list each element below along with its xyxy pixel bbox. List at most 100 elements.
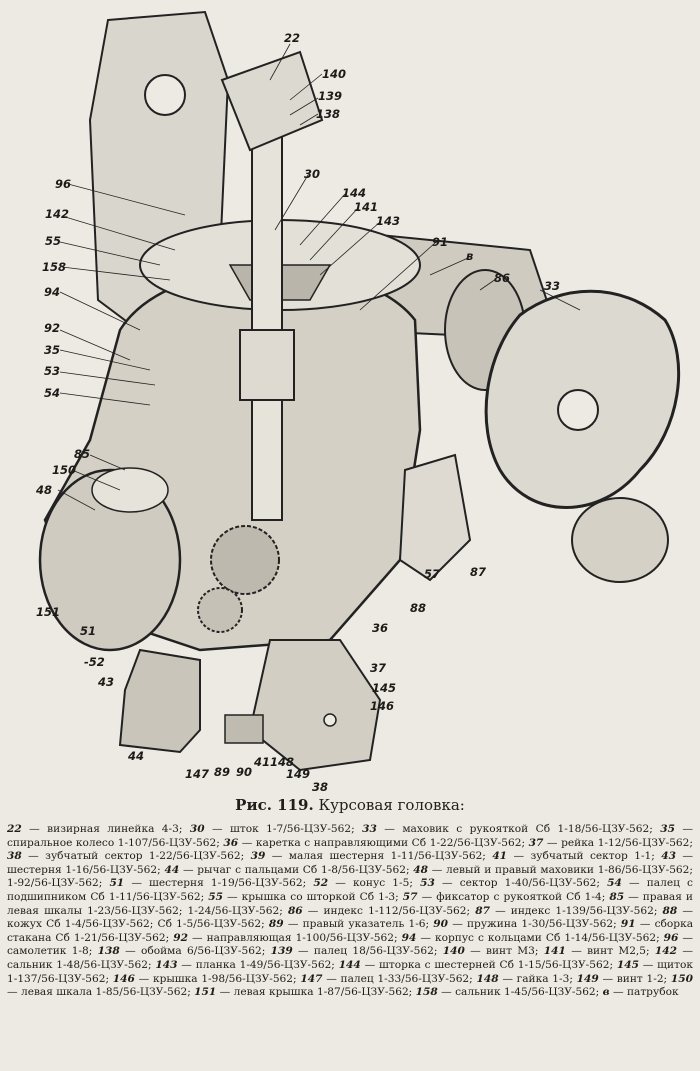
legend-entry: 39 — малая шестерня 1-11/56-ЦЗУ-562; — [250, 850, 486, 863]
legend-code: 33 — [362, 823, 377, 835]
callout-number: 88 — [410, 601, 426, 615]
legend-description: винт М3; — [486, 945, 539, 958]
gear-small — [197, 587, 243, 633]
left-drum — [38, 468, 182, 652]
legend-code: 89 — [268, 918, 284, 931]
legend-code: 35 — [660, 823, 675, 835]
legend-entry: 22 — визирная линейка 4-3; — [7, 823, 183, 835]
legend-entry: 147 — палец 1-33/56-ЦЗУ-562; — [300, 972, 473, 985]
legend-description: конус 1-5; — [352, 877, 413, 890]
vertical-shaft — [251, 129, 283, 521]
callout-number: 146 — [370, 699, 394, 713]
course-head-drawing: 2214013913896301441411431425515891в86339… — [35, 10, 681, 794]
callout-number: 33 — [544, 279, 560, 293]
parts-legend: 22 — визирная линейка 4-3; 30 — шток 1-7… — [7, 823, 693, 1000]
legend-description: корпус с кольцами Сб 1-14/56-ЦЗУ-562; — [434, 931, 660, 944]
callout-number: 92 — [44, 321, 60, 335]
legend-description: винт М2,5; — [587, 945, 650, 958]
legend-description: крышка со шторкой Сб 1-3; — [241, 890, 399, 903]
legend-code: 139 — [270, 945, 293, 958]
legend-entry: 55 — крышка со шторкой Сб 1-3; — [208, 890, 399, 903]
legend-description: обойма 6/56-ЦЗУ-562; — [140, 945, 266, 958]
legend-code: 39 — [250, 850, 266, 863]
callout-number: 94 — [44, 285, 60, 299]
legend-code: 57 — [402, 890, 418, 903]
legend-code: 44 — [164, 863, 180, 876]
legend-description: палец с подшипником Сб 1-11/56-ЦЗУ-562; — [7, 877, 693, 903]
legend-entry: 143 — планка 1-49/56-ЦЗУ-562; — [155, 958, 335, 971]
legend-code: 51 — [109, 877, 125, 890]
callout-number: 87 — [470, 565, 486, 579]
legend-description: палец 18/56-ЦЗУ-562; — [313, 945, 438, 958]
legend-code: 90 — [433, 918, 449, 931]
plate-hole — [144, 74, 186, 116]
legend-description: левая крышка 1-87/56-ЦЗУ-562; — [233, 986, 413, 999]
callout-number: 148 — [270, 755, 294, 769]
callout-number: 151 — [36, 605, 60, 619]
legend-description: зубчатый сектор 1-1; — [530, 850, 655, 863]
legend-entry: 151 — левая крышка 1-87/56-ЦЗУ-562; — [194, 986, 413, 999]
callout-number: 150 — [52, 463, 76, 477]
callout-number: 143 — [376, 214, 400, 228]
legend-description: планка 1-49/56-ЦЗУ-562; — [195, 958, 335, 971]
legend-code: 96 — [663, 931, 679, 944]
legend-code: 142 — [654, 945, 678, 958]
callout-number: 140 — [322, 67, 346, 81]
legend-entry: 38 — зубчатый сектор 1-22/56-ЦЗУ-562; — [7, 850, 245, 863]
legend-description: зубчатый сектор 1-22/56-ЦЗУ-562; — [45, 850, 245, 863]
sight-ruler — [220, 50, 324, 152]
cover-screw — [323, 713, 337, 727]
legend-description: патрубок — [626, 986, 679, 999]
right-scale-drum — [398, 453, 472, 582]
legend-code: 53 — [420, 877, 435, 890]
legend-description: направляющая 1-100/56-ЦЗУ-562; — [206, 931, 398, 944]
callout-number: 142 — [45, 207, 69, 221]
legend-entry: 35 — спиральное колесо 1-107/56-ЦЗУ-562; — [7, 823, 694, 849]
spring-assembly — [224, 714, 264, 744]
legend-description: винт 1-2; — [616, 972, 668, 985]
callout-number: 90 — [236, 765, 252, 779]
legend-entry: 92 — направляющая 1-100/56-ЦЗУ-562; — [173, 931, 398, 944]
legend-code: 148 — [476, 972, 499, 985]
callout-number: 147 — [185, 767, 209, 781]
handwheel-hub — [557, 389, 599, 431]
callout-number: 36 — [372, 621, 388, 635]
legend-entry: 89 — правый указатель 1-6; — [268, 918, 430, 931]
callout-number: 43 — [97, 675, 114, 689]
legend-code: 88 — [662, 904, 678, 917]
callout-number: 141 — [354, 200, 378, 214]
callout-number: 51 — [80, 624, 96, 638]
legend-description: шестерня 1-16/56-ЦЗУ-562; — [7, 863, 161, 876]
legend-code: 30 — [189, 823, 205, 835]
legend-code: 145 — [616, 958, 639, 971]
legend-entry: 85 — правая и левая шкалы 1-23/56-ЦЗУ-56… — [7, 890, 693, 917]
callout-number: 96 — [55, 177, 71, 191]
legend-code: 94 — [401, 931, 417, 944]
callout-number: 44 — [127, 749, 144, 763]
legend-description: сектор 1-40/56-ЦЗУ-562; — [459, 877, 600, 890]
bottom-cover — [248, 639, 382, 772]
legend-entry: 48 — левый и правый маховики 1-86/56-ЦЗУ… — [7, 863, 693, 890]
callout-number: 22 — [284, 31, 300, 45]
legend-code: 87 — [475, 904, 490, 917]
callout-number: 144 — [342, 186, 366, 200]
legend-description: палец 1-33/56-ЦЗУ-562; — [340, 972, 473, 985]
legend-entry: 86 — индекс 1-112/56-ЦЗУ-562; — [287, 904, 471, 917]
legend-code: 52 — [313, 877, 329, 890]
callout-labels: 2214013913896301441411431425515891в86339… — [35, 31, 560, 794]
legend-description: самолетик 1-8; — [7, 945, 93, 958]
callout-number: 91 — [432, 235, 448, 249]
legend-entry: 36 — каретка с направляющими Сб 1-22/56-… — [223, 836, 526, 849]
legend-entry: в — патрубок — [602, 986, 679, 999]
legend-entry: 37 — рейка 1-12/56-ЦЗУ-562; — [528, 836, 693, 849]
legend-code: 41 — [492, 850, 508, 863]
legend-description: шток 1-7/56-ЦЗУ-562; — [230, 823, 355, 835]
legend-description: визирная линейка 4-3; — [47, 823, 183, 835]
callout-number: в — [466, 249, 473, 263]
callout-number: 139 — [318, 89, 342, 103]
shaft-sleeve — [239, 329, 295, 401]
legend-code: 150 — [670, 972, 693, 985]
callout-number: -52 — [84, 655, 105, 669]
legend-code: в — [602, 986, 610, 999]
